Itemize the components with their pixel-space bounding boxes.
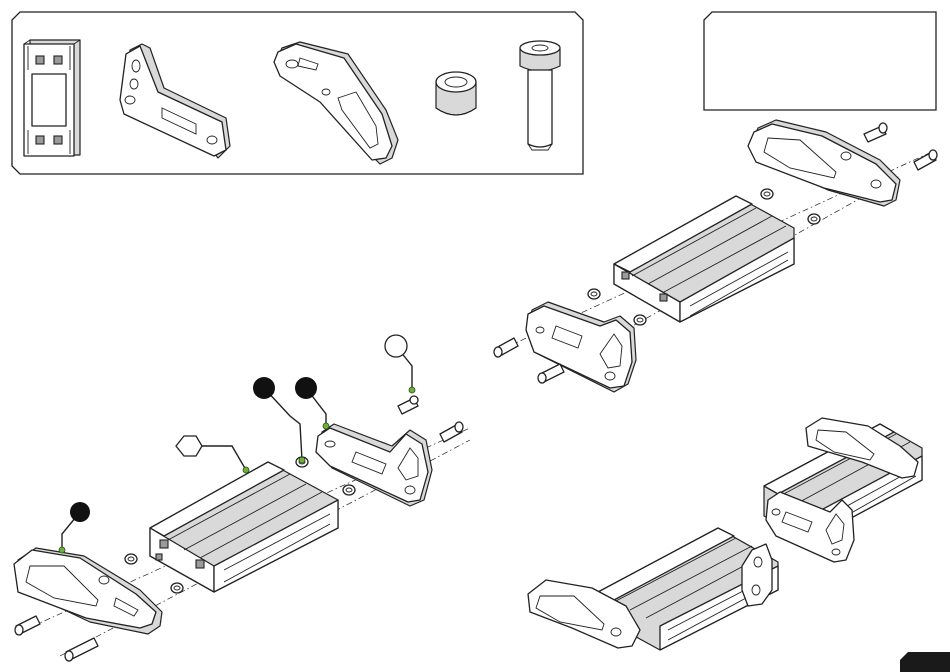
callout-4-open-circle [385,335,415,393]
page-tab-shape [900,652,950,672]
bolt-right-b [538,364,564,383]
bolt-right-d [914,150,937,170]
profile-right [614,196,794,322]
spacer-right-a [588,289,600,299]
callout-1 [59,502,90,553]
callout-3 [295,377,329,429]
spacer-left-b [171,583,183,593]
profile-left [150,462,338,592]
bolt-left-c [398,396,418,414]
title-box-frame [704,12,936,110]
callout-5-hexagon [176,436,249,473]
finished-assembly-right [764,418,922,562]
bolt-right-a [494,338,518,357]
bolt-left-a [15,616,40,635]
page-tab [900,652,950,672]
bolt-left-d [440,422,463,442]
parts-panel [12,12,583,174]
spacer-left-d [343,485,355,495]
exploded-assembly-left [14,335,470,661]
aluminium-profile-end-part [24,40,80,156]
title-box [704,12,936,110]
spacer-sleeve-part [436,72,476,115]
bolt-left-b [65,638,98,661]
finished-assembly-center [528,528,778,650]
spacer-right-c [761,189,773,199]
spacer-right-b [634,315,646,325]
small-bracket-left [316,424,432,506]
spacer-right-d [808,214,820,224]
parts-panel-frame [12,12,583,174]
bolt-right-c [864,123,887,142]
spacer-left-a [125,554,137,564]
